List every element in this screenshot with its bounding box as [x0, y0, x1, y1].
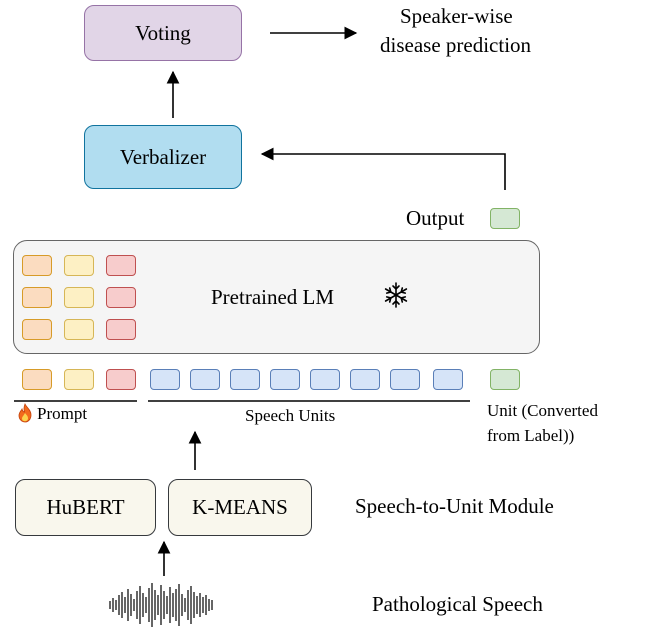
speech-units-label: Speech Units: [245, 406, 336, 425]
prompt-token: [22, 369, 52, 390]
prompt-token: [64, 369, 94, 390]
speech-unit-token: [230, 369, 260, 390]
speech-unit-token: [390, 369, 420, 390]
waveform-icon: [109, 583, 213, 627]
speech-unit-token: [310, 369, 340, 390]
speech-to-unit-module-label: Speech-to-Unit Module: [355, 494, 554, 518]
speaker-wise-label-line1: Speaker-wise: [400, 4, 513, 28]
pretrained-lm-node: [13, 240, 540, 354]
verbalizer-label: Verbalizer: [119, 144, 207, 169]
speech-unit-token: [150, 369, 180, 390]
hubert-label: HuBERT: [46, 495, 125, 519]
prompt-label: Prompt: [37, 404, 88, 423]
label-unit-token: [490, 369, 520, 390]
lm-prompt-cell: [22, 255, 52, 276]
voting-label: Voting: [135, 20, 191, 45]
unit-converted-label-line1: Unit (Converted: [487, 401, 598, 420]
verbalizer-node: Verbalizer: [84, 125, 242, 189]
fire-icon: [18, 403, 32, 423]
prompt-token: [106, 369, 136, 390]
speech-unit-token: [433, 369, 463, 390]
lm-prompt-cell: [64, 319, 94, 340]
speech-unit-token: [270, 369, 300, 390]
hubert-node: HuBERT: [15, 479, 156, 536]
snowflake-icon: [384, 282, 408, 308]
kmeans-node: K-MEANS: [168, 479, 312, 536]
speech-unit-token: [190, 369, 220, 390]
lm-prompt-cell: [22, 287, 52, 308]
arrow-output-to-verbalizer: [260, 147, 506, 190]
output-label: Output: [406, 206, 465, 230]
kmeans-label: K-MEANS: [192, 495, 288, 519]
pathological-speech-label: Pathological Speech: [372, 592, 543, 616]
lm-prompt-cell: [106, 255, 136, 276]
lm-prompt-cell: [64, 287, 94, 308]
lm-prompt-cell: [64, 255, 94, 276]
voting-node: Voting: [84, 5, 242, 61]
speech-unit-token: [350, 369, 380, 390]
lm-prompt-cell: [22, 319, 52, 340]
lm-prompt-cell: [106, 319, 136, 340]
output-unit: [490, 208, 520, 229]
unit-converted-label-line2: from Label)): [487, 426, 575, 445]
pretrained-lm-label: Pretrained LM: [211, 285, 335, 309]
lm-prompt-cell: [106, 287, 136, 308]
speaker-wise-label-line2: disease prediction: [380, 33, 532, 57]
